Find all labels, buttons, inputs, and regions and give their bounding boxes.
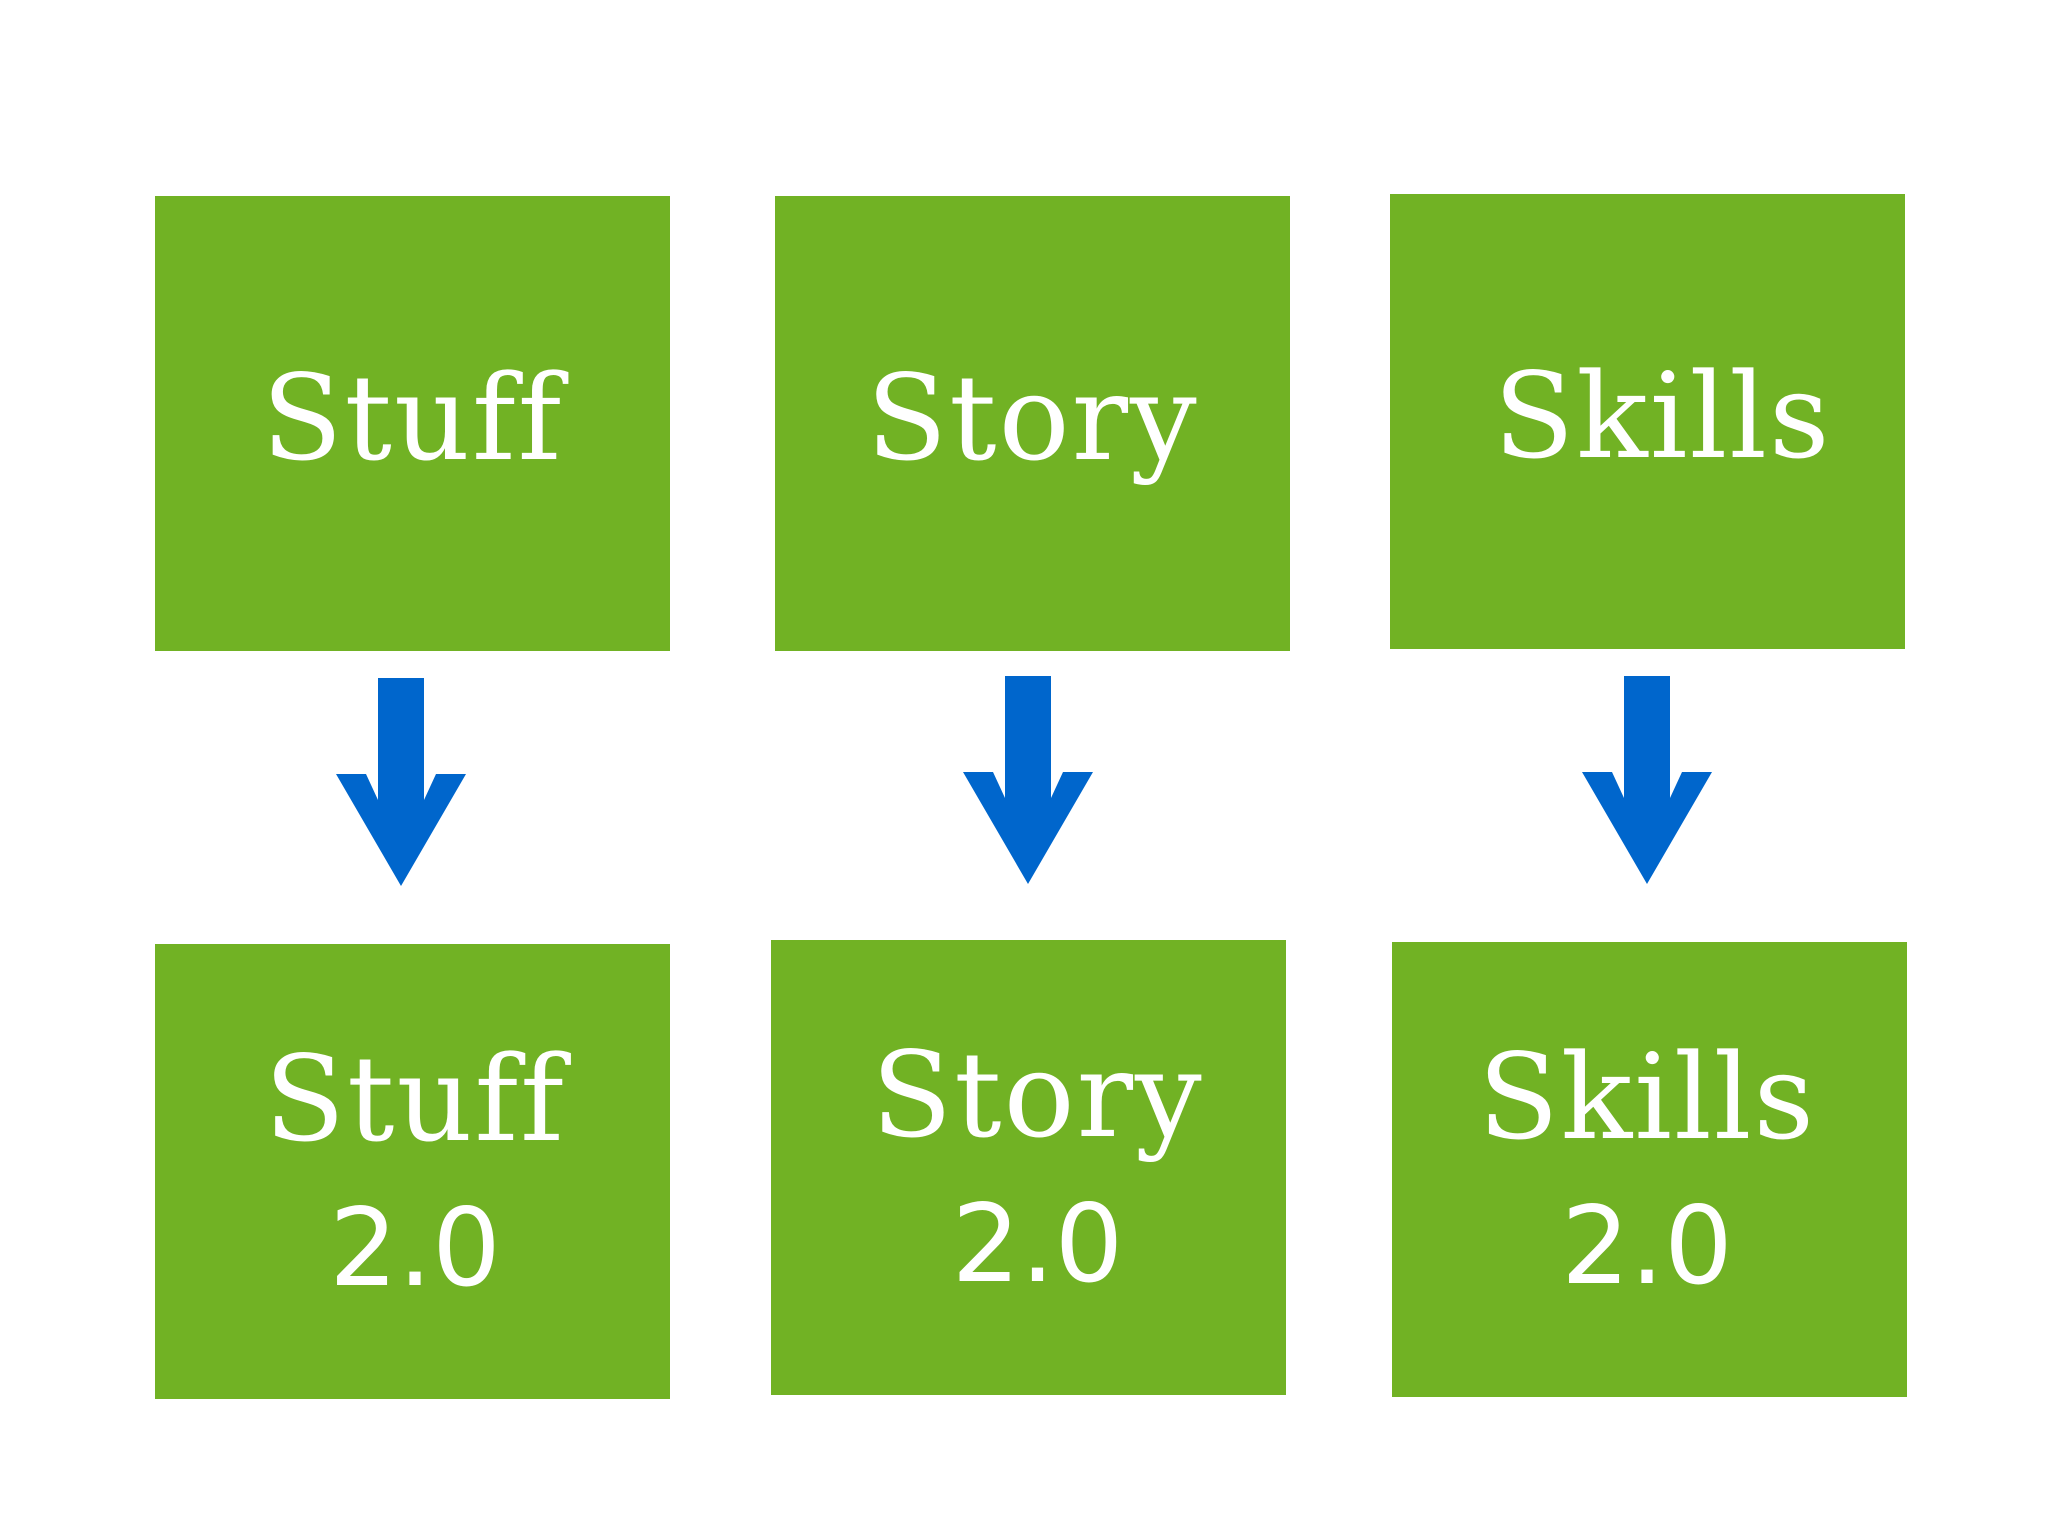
story-2-0-label: Story xyxy=(871,1026,1204,1165)
story-label: Story xyxy=(866,348,1199,487)
down-arrow-icon xyxy=(336,678,466,886)
stuff-label: Stuff xyxy=(261,348,564,487)
skills-version: 2.0 xyxy=(1561,1184,1733,1310)
stuff-2-0-label: Stuff xyxy=(264,1030,566,1169)
skills-box: Skills xyxy=(1390,194,1905,649)
skills-label: Skills xyxy=(1493,346,1832,485)
story-version: 2.0 xyxy=(951,1182,1124,1308)
down-arrow-icon xyxy=(1582,676,1712,884)
stuff-box: Stuff xyxy=(155,196,670,651)
stuff-version: 2.0 xyxy=(329,1186,501,1312)
story-box: Story xyxy=(775,196,1290,651)
stuff-2-0-box: Stuff 2.0 xyxy=(155,944,670,1399)
skills-2-0-box: Skills 2.0 xyxy=(1392,942,1907,1397)
skills-2-0-label: Skills xyxy=(1477,1028,1817,1167)
story-2-0-box: Story 2.0 xyxy=(771,940,1286,1395)
down-arrow-icon xyxy=(963,676,1093,884)
